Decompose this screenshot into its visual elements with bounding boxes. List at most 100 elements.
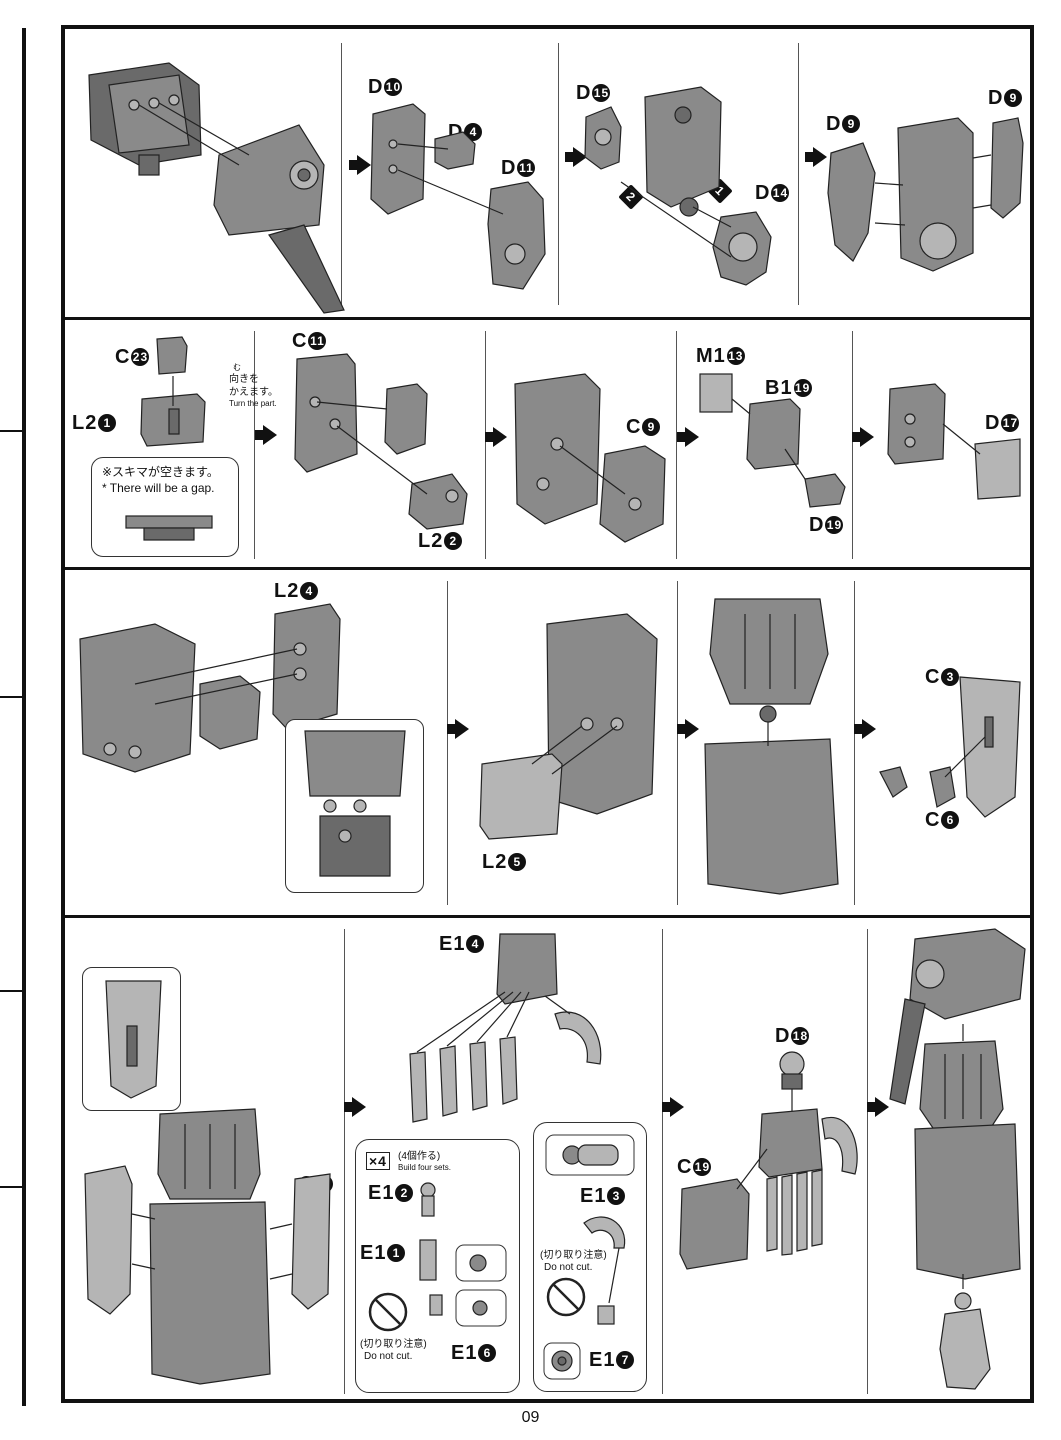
crotch-part-illustration — [140, 336, 206, 447]
step-divider — [852, 331, 853, 559]
next-step-arrow — [662, 1097, 684, 1117]
step-divider — [854, 581, 855, 905]
donotcut-jp-2: (切り取り注意) — [540, 1250, 607, 1261]
step-divider — [867, 929, 868, 1394]
step-divider — [254, 331, 255, 559]
gap-note-box: ※スキマが空きます。 * There will be a gap. — [91, 457, 239, 557]
next-step-arrow — [349, 155, 371, 175]
row-divider — [65, 567, 1030, 570]
no-cut-icon — [546, 1277, 586, 1317]
armor-detail-illustration — [105, 980, 162, 1099]
next-step-arrow — [447, 719, 469, 739]
donotcut-jp-1: (切り取り注意) — [360, 1339, 427, 1350]
detail-inset — [285, 719, 424, 893]
step-divider — [447, 581, 448, 905]
donotcut-en-2: Do not cut. — [544, 1262, 593, 1273]
thumb-parts-illustration — [583, 1216, 626, 1325]
hip-front-plate-illustration — [479, 613, 658, 840]
hip-frame-part-illustration — [294, 353, 468, 530]
detail-hip-illustration — [304, 730, 406, 877]
joint-detail-icon — [543, 1342, 581, 1380]
no-cut-icon — [368, 1292, 408, 1332]
joint-block-illustration — [699, 373, 846, 508]
divider — [0, 990, 22, 992]
waist-skirt-part-illustration — [88, 62, 345, 314]
turn-en: Turn the part. — [229, 399, 277, 408]
turn-jp-2: かえます。 — [229, 387, 278, 398]
build-count: ×4 — [366, 1152, 390, 1170]
next-step-arrow — [867, 1097, 889, 1117]
step-divider — [344, 929, 345, 1394]
step-divider — [662, 929, 663, 1394]
torso-hip-join-illustration — [704, 598, 839, 895]
next-step-arrow — [255, 425, 277, 445]
turn-jp-1: 向きを — [229, 374, 259, 385]
step-divider — [676, 331, 677, 559]
thumb-detail-illustration — [545, 1134, 635, 1176]
completed-arm-lower-torso-illustration — [889, 928, 1026, 1390]
hand-assembly-illustration — [679, 1051, 858, 1270]
gap-note-en: * There will be a gap. — [102, 481, 215, 495]
page-number: 09 — [521, 1409, 540, 1426]
lower-torso-armor-illustration — [84, 1108, 331, 1385]
row-divider — [65, 915, 1030, 918]
next-step-arrow — [344, 1097, 366, 1117]
hip-block-cover-illustration — [887, 383, 1021, 500]
build-jp: (4個作る) — [398, 1151, 441, 1162]
previous-page-edge — [0, 28, 26, 1406]
donotcut-en-1: Do not cut. — [364, 1351, 413, 1362]
next-step-arrow — [677, 719, 699, 739]
gap-diagram — [125, 515, 213, 541]
hip-side-assembly-illustration — [79, 603, 341, 773]
next-step-arrow — [565, 147, 587, 167]
next-step-arrow — [485, 427, 507, 447]
hand-fingers-illustration — [409, 933, 602, 1123]
step-divider — [677, 581, 678, 905]
hip-frame-assembly-illustration — [514, 373, 666, 543]
next-step-arrow — [854, 719, 876, 739]
next-step-arrow — [805, 147, 827, 167]
hip-block-part-illustration — [370, 103, 546, 290]
turn-ruby: む — [233, 363, 241, 372]
divider — [0, 1186, 22, 1188]
gap-note-jp: ※スキマが空きます。 — [102, 465, 219, 479]
step-divider — [341, 43, 342, 305]
side-armor-illustration — [879, 676, 1021, 818]
step-divider — [558, 43, 559, 305]
armor-detail-inset — [82, 967, 181, 1111]
finger-parts-illustration — [419, 1182, 507, 1327]
hip-assembly-armor-illustration — [827, 117, 1024, 272]
next-step-arrow — [677, 427, 699, 447]
divider — [0, 430, 22, 432]
step-divider — [485, 331, 486, 559]
